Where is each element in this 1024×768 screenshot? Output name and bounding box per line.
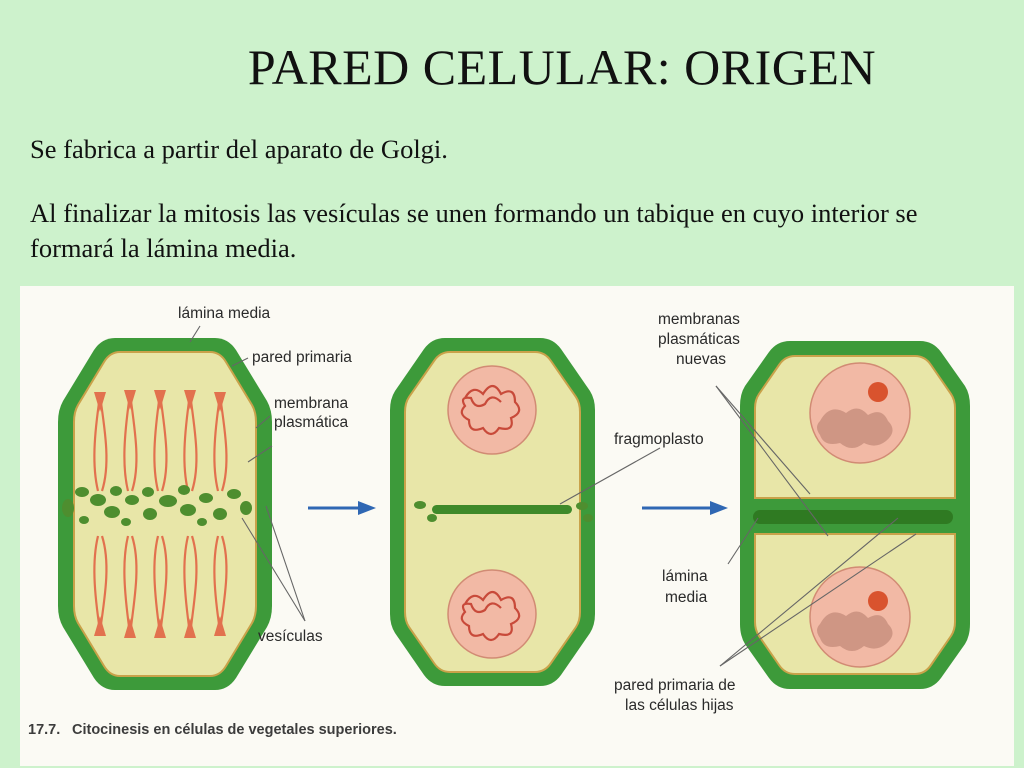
cell-1-spindle-fibers — [93, 393, 228, 635]
cell-3-daughter-cells — [740, 341, 970, 689]
label-nuevas: nuevas — [676, 351, 726, 368]
label-membranas: membranas — [658, 311, 740, 328]
cell-2-chromatin-top — [460, 384, 521, 436]
label-lamina-media: lámina media — [178, 305, 271, 322]
cell-1-cytoplasm — [73, 351, 257, 677]
label-vesiculas: vesículas — [258, 628, 323, 645]
figure-panel: lámina media pared primaria membrana pla… — [20, 286, 1014, 766]
label-pared-primaria-hijas-2: las células hijas — [625, 697, 734, 714]
figure-caption-text: Citocinesis en células de vegetales supe… — [72, 722, 397, 738]
label-pared-primaria: pared primaria — [252, 349, 352, 366]
cell-3-chromatin-bottom — [817, 611, 893, 651]
label-lamina: lámina — [662, 568, 708, 585]
arrow-2-icon — [642, 501, 728, 515]
leader-lines — [189, 325, 917, 667]
paragraph-mitosis: Al finalizar la mitosis las vesículas se… — [30, 198, 918, 263]
cell-2-cell-plate — [432, 505, 572, 514]
slide-title: PARED CELULAR: ORIGEN — [247, 39, 877, 95]
cell-2-nucleus-top — [447, 365, 537, 455]
figure-caption-number: 17.7. — [28, 722, 60, 738]
cell-2-nucleus-bottom — [447, 569, 537, 659]
label-media: media — [665, 589, 708, 606]
cell-2-vesicles — [414, 501, 593, 522]
cell-3-middle-lamella — [753, 510, 953, 524]
cell-1-vesicles — [62, 485, 252, 526]
cell-3-chromatin-top — [817, 408, 893, 448]
label-fragmoplasto: fragmoplasto — [614, 431, 704, 448]
paragraph-golgi: Se fabrica a partir del aparato de Golgi… — [30, 134, 448, 164]
cytokinesis-diagram: lámina media pared primaria membrana pla… — [28, 305, 970, 738]
cell-2-chromatin-bottom — [460, 590, 521, 642]
label-pared-primaria-hijas-1: pared primaria de — [614, 677, 735, 694]
cell-3-nucleolus-top — [868, 382, 888, 402]
arrow-1-icon — [308, 501, 376, 515]
label-plasmaticas: plasmáticas — [658, 331, 740, 348]
cell-1-chromosome-tips — [94, 390, 226, 638]
cell-1-telophase — [58, 338, 272, 690]
label-membrana: membrana — [274, 395, 348, 412]
label-plasmatica: plasmática — [274, 414, 348, 431]
cell-2-phragmoplast-stage — [390, 338, 595, 686]
cell-3-nucleolus-bottom — [868, 591, 888, 611]
